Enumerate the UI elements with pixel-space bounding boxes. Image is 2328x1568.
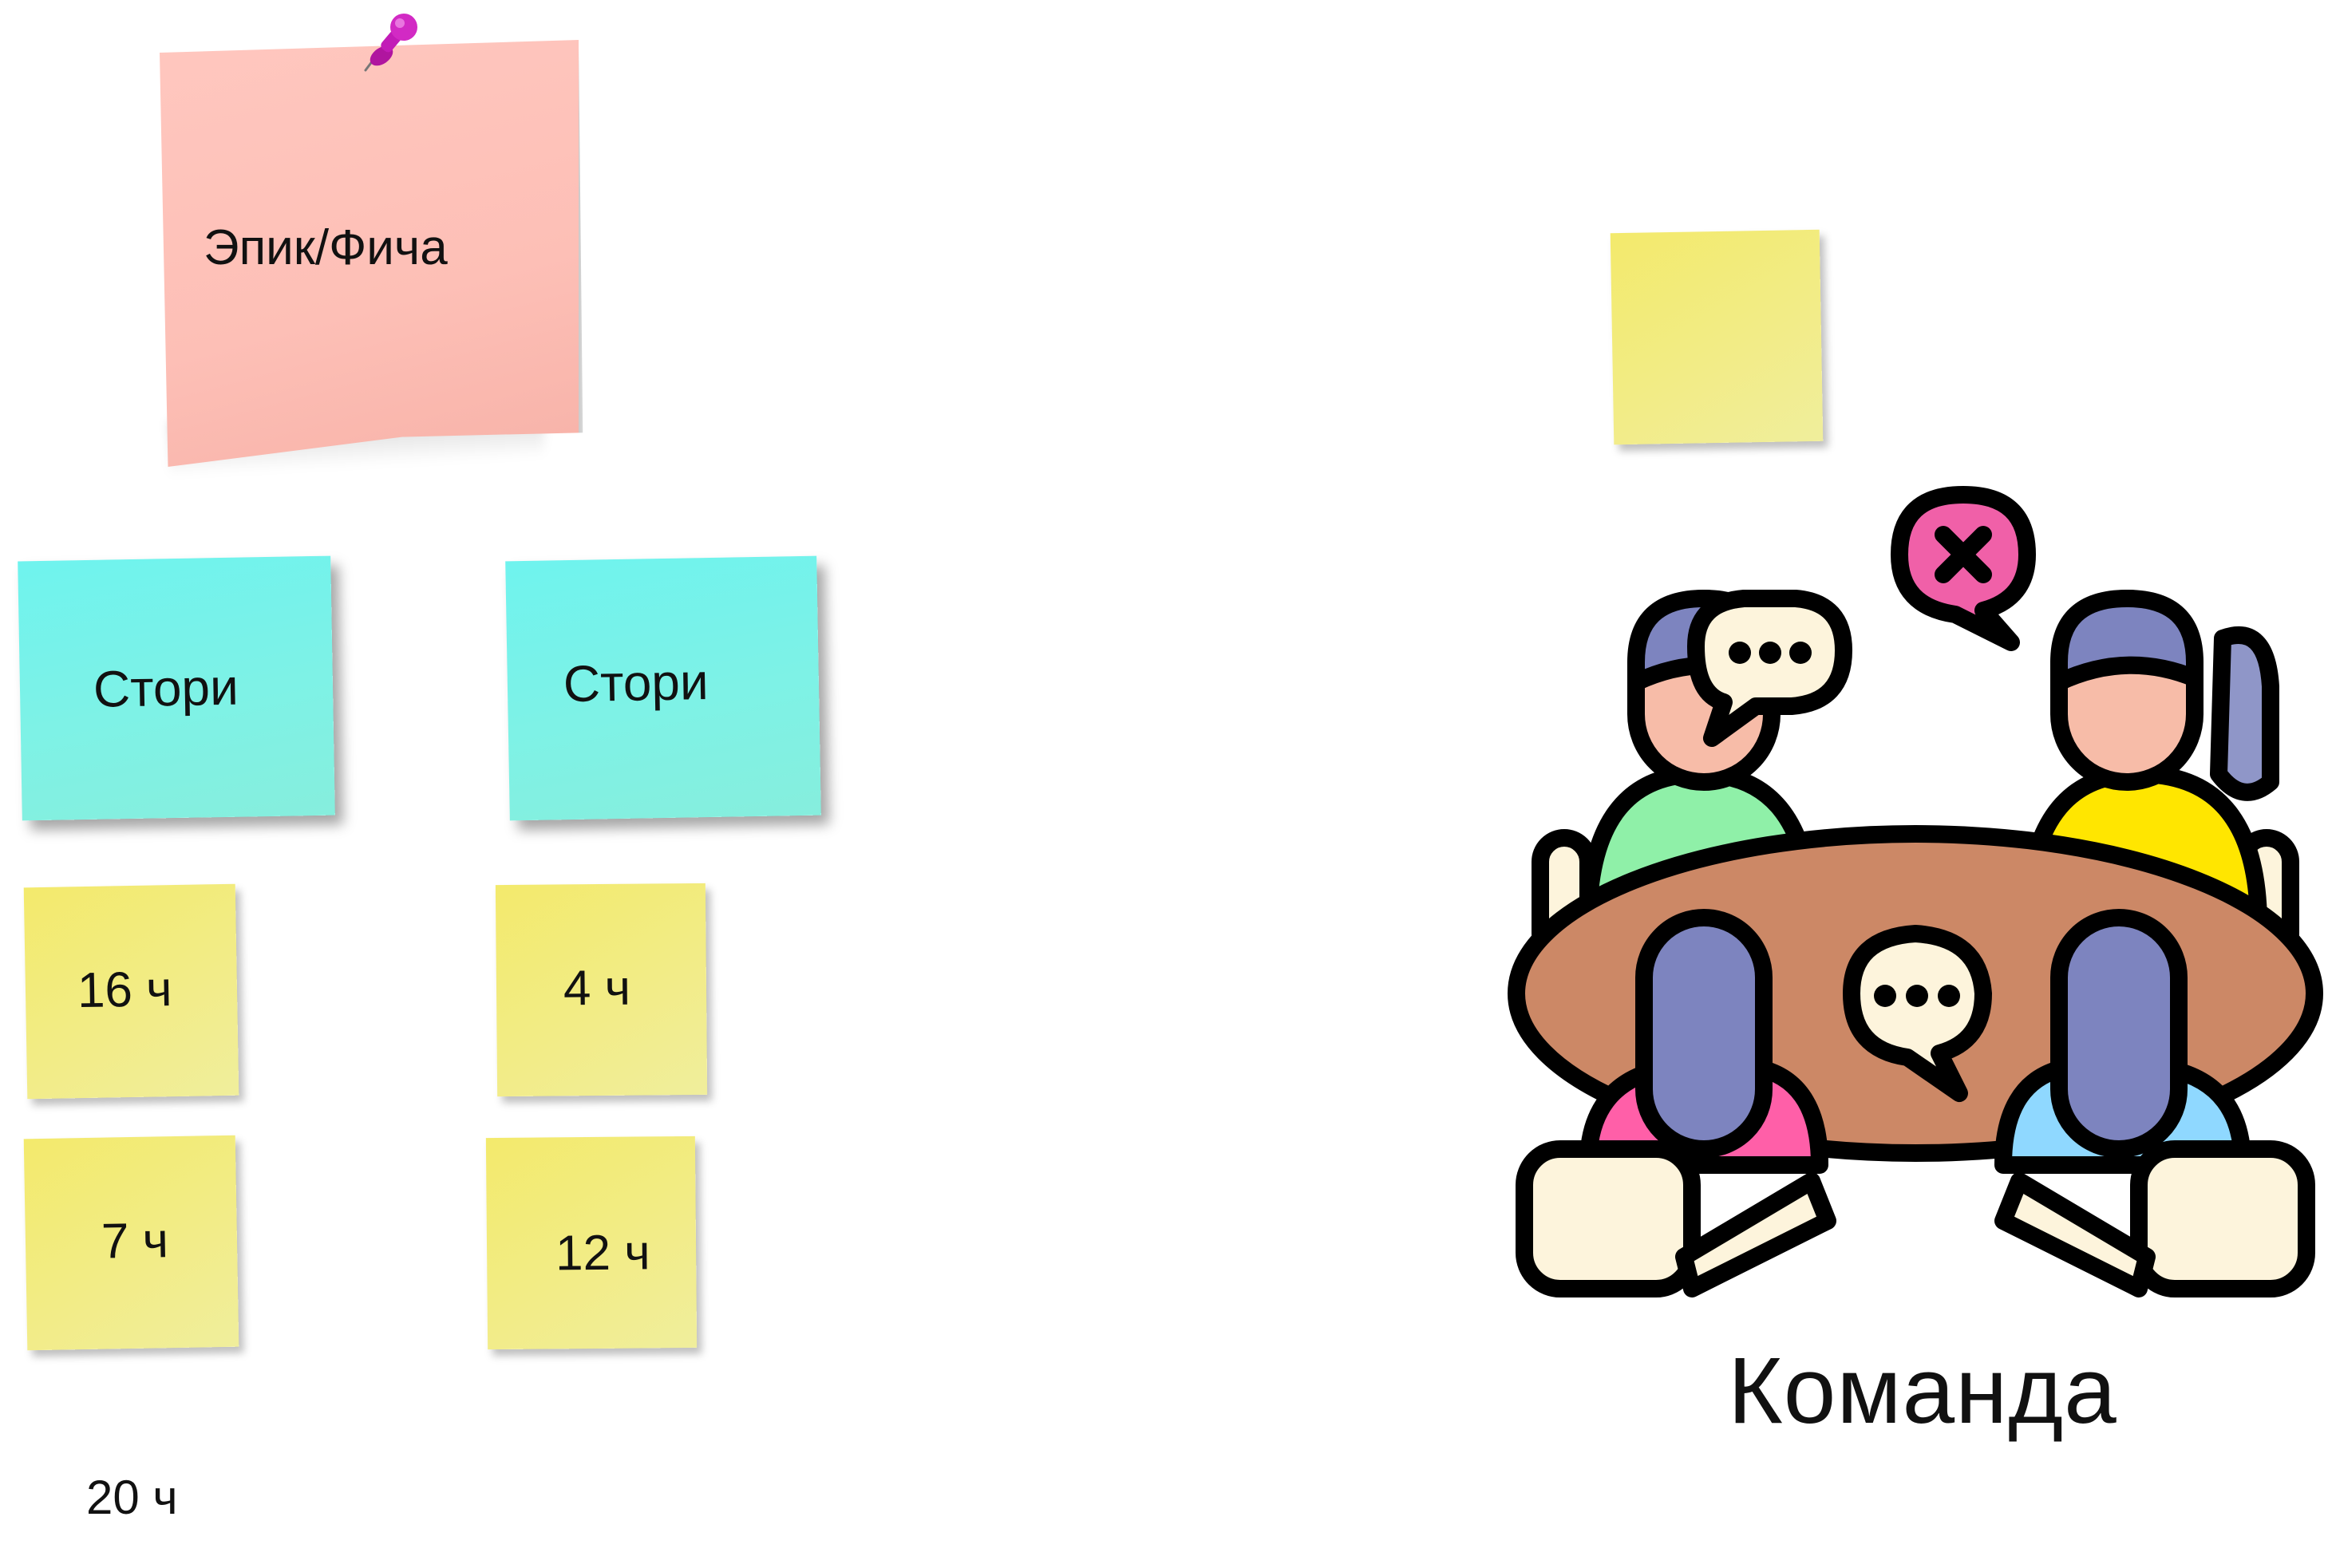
- task-estimate-label: 7 ч: [101, 1213, 169, 1270]
- team-label: Команда: [1728, 1338, 2117, 1444]
- task-note[interactable]: 4 ч: [495, 883, 708, 1097]
- story-note[interactable]: Стори: [505, 555, 821, 821]
- total-estimate-label: 20 ч: [86, 1471, 178, 1524]
- pushpin-icon: [364, 14, 417, 72]
- task-note[interactable]: 16 ч: [23, 883, 239, 1100]
- task-estimate-label: 4 ч: [563, 960, 631, 1017]
- story-note-label: Стори: [563, 653, 709, 713]
- task-estimate-label: 16 ч: [77, 962, 173, 1019]
- task-note[interactable]: 7 ч: [23, 1135, 239, 1351]
- task-note[interactable]: 12 ч: [485, 1136, 698, 1350]
- story-note-label: Стори: [93, 658, 239, 718]
- epic-note[interactable]: Эпик/Фича: [160, 40, 579, 467]
- task-estimate-label: 12 ч: [555, 1225, 650, 1282]
- epic-note-label: Эпик/Фича: [204, 220, 448, 275]
- blank-sticky-note[interactable]: [1610, 229, 1824, 445]
- story-note[interactable]: Стори: [18, 555, 335, 821]
- team-meeting-icon: [1508, 486, 2323, 1297]
